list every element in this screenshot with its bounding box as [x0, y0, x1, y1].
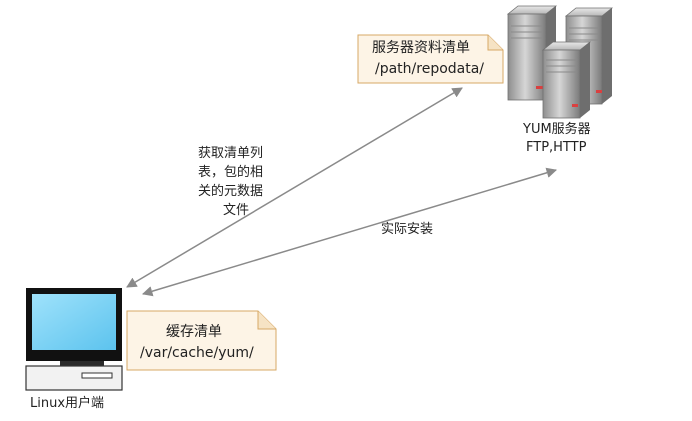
install-label: 实际安装: [381, 222, 434, 237]
monitor-screen: [32, 294, 116, 350]
server-protocol-label: FTP,HTTP: [526, 140, 587, 155]
server-repodata-note: [357, 34, 504, 84]
cache-note-title: 缓存清单: [166, 324, 222, 340]
fetch-label-line-4: 文件: [223, 203, 250, 218]
disk-slot: [81, 372, 113, 379]
computer-icon: [25, 288, 123, 391]
server-tower-icon: [541, 41, 592, 119]
cache-note-path: /var/cache/yum/: [140, 345, 254, 361]
server-cluster-icon: [506, 5, 614, 119]
fetch-label-line-3: 关的元数据: [198, 184, 264, 199]
fetch-arrow: [126, 87, 463, 288]
fetch-label-line-1: 获取清单列: [198, 146, 264, 161]
server-name-label: YUM服务器: [523, 122, 591, 137]
install-arrow: [141, 167, 558, 297]
client-label: Linux用户端: [30, 396, 105, 411]
fetch-label-line-2: 表，包的相: [198, 165, 264, 180]
cache-note: [126, 310, 277, 371]
server-note-path: /path/repodata/: [375, 61, 485, 77]
server-note-title: 服务器资料清单: [372, 40, 470, 56]
